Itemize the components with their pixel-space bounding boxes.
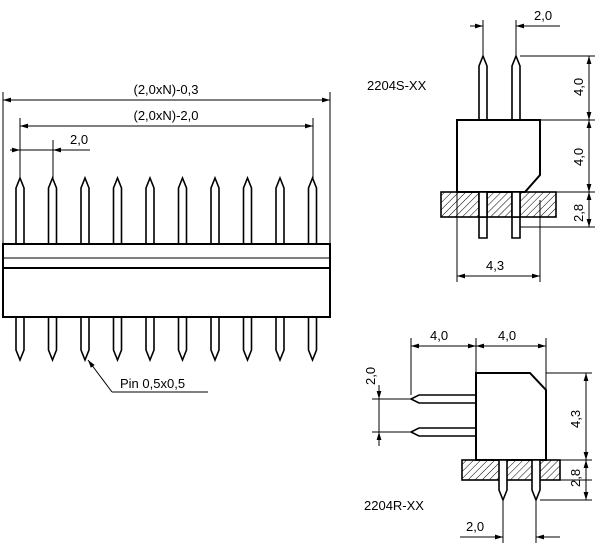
straight-dim-width: 4,3 <box>486 258 504 273</box>
pin-callout-label: Pin 0,5x0,5 <box>120 376 185 391</box>
straight-base <box>440 191 557 218</box>
front-housing <box>2 243 331 318</box>
pin-callout-leader <box>87 359 113 393</box>
right-angle-vertical-pins <box>498 459 541 503</box>
right-angle-dim-pitch-bottom: 2,0 <box>466 519 484 534</box>
straight-dim-top-pin: 4,0 <box>571 78 586 96</box>
side-view-right-angle: 2204R-XX 4,0 4,0 2,0 4,3 2,8 2,0 <box>363 328 592 543</box>
right-angle-dim-pitch-vertical: 2,0 <box>363 367 378 385</box>
right-angle-horizontal-pins <box>409 394 477 437</box>
right-angle-dim-right: 4,0 <box>498 328 516 343</box>
right-angle-base <box>461 459 561 481</box>
straight-label: 2204S-XX <box>367 78 427 93</box>
right-angle-body <box>475 372 547 461</box>
side-view-straight: 2204S-XX 2,0 4,0 4,0 2,8 4,3 <box>367 8 595 282</box>
right-angle-dim-body-height: 4,3 <box>568 410 583 428</box>
right-angle-label: 2204R-XX <box>364 498 424 513</box>
straight-body <box>456 119 541 193</box>
right-angle-dim-base: 2,8 <box>568 469 583 487</box>
front-view: (2,0xN)-0,3 (2,0xN)-2,0 2,0 Pin 0,5x0,5 <box>2 82 331 393</box>
dim-pitch-label: 2,0 <box>70 132 88 147</box>
straight-dim-body: 4,0 <box>571 148 586 166</box>
straight-dim-pitch: 2,0 <box>534 8 552 23</box>
right-angle-dim-left: 4,0 <box>430 328 448 343</box>
straight-dim-base: 2,8 <box>571 204 586 222</box>
dim-overall-label: (2,0xN)-0,3 <box>133 82 198 97</box>
dim-pin-span-label: (2,0xN)-2,0 <box>133 108 198 123</box>
